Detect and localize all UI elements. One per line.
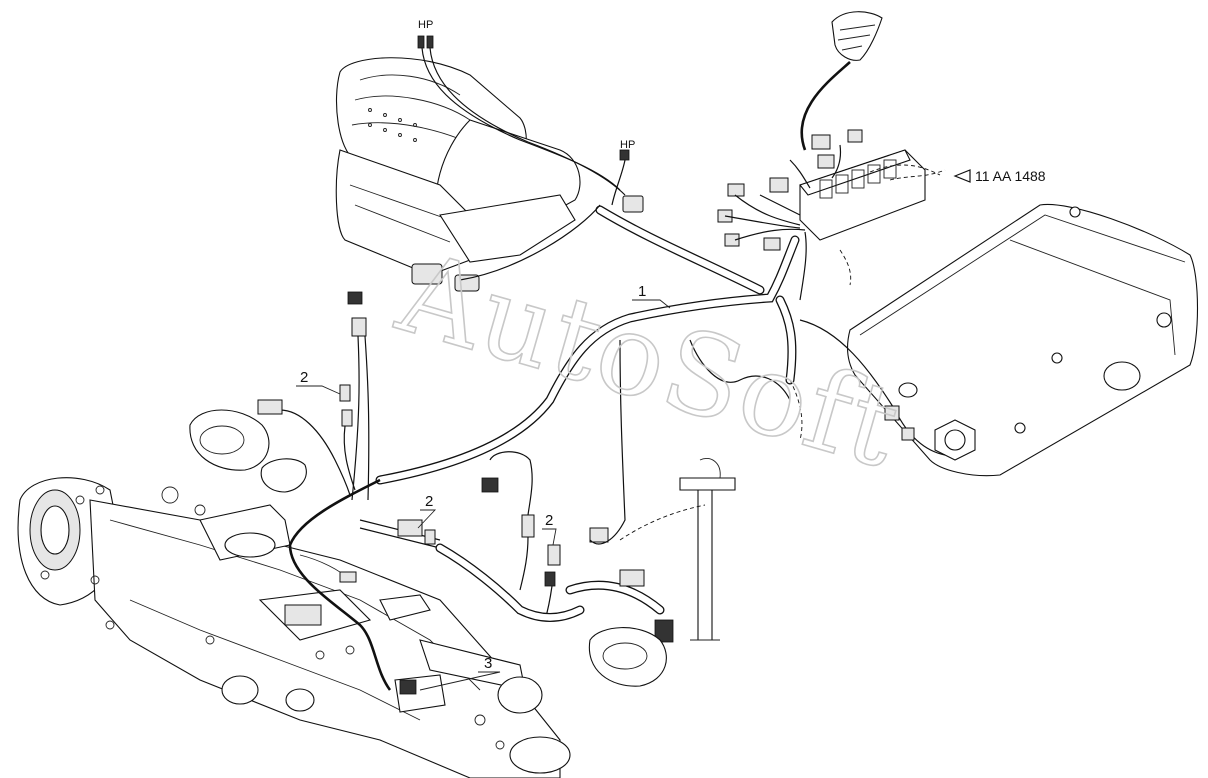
left-wiring: [257, 291, 370, 501]
reference-code: 11 AA 1488: [975, 168, 1046, 184]
operator-seat: [335, 57, 581, 292]
fuse-box: [717, 129, 946, 286]
fuel-tank: [799, 203, 1198, 477]
callout-2b: 2: [425, 493, 433, 510]
axle-harness: [288, 478, 417, 695]
main-harness-sleeve: [375, 204, 807, 485]
callout-2a: 2: [300, 369, 308, 386]
front-axle: [17, 477, 571, 778]
reference-arrow: [953, 169, 971, 183]
hp-label-top: HP: [418, 19, 433, 31]
callout-2b-leader: [417, 509, 437, 529]
right-work-lamp: [588, 627, 667, 687]
callout-2c: 2: [545, 512, 553, 529]
joystick: [800, 11, 883, 151]
middle-connectors: [359, 339, 791, 643]
fuel-sender: [619, 458, 736, 641]
callout-3: 3: [484, 655, 492, 672]
callout-2a-leader: [296, 385, 341, 395]
callout-1-leader: [632, 299, 671, 309]
hp-wire-mid: [611, 149, 644, 213]
callout-3-leader: [419, 671, 501, 691]
callout-1: 1: [638, 283, 646, 300]
hp-label-mid: HP: [620, 139, 635, 151]
left-work-lamp: [189, 409, 307, 493]
callout-2c-leader: [542, 528, 557, 546]
hp-wire-top: [417, 35, 626, 196]
